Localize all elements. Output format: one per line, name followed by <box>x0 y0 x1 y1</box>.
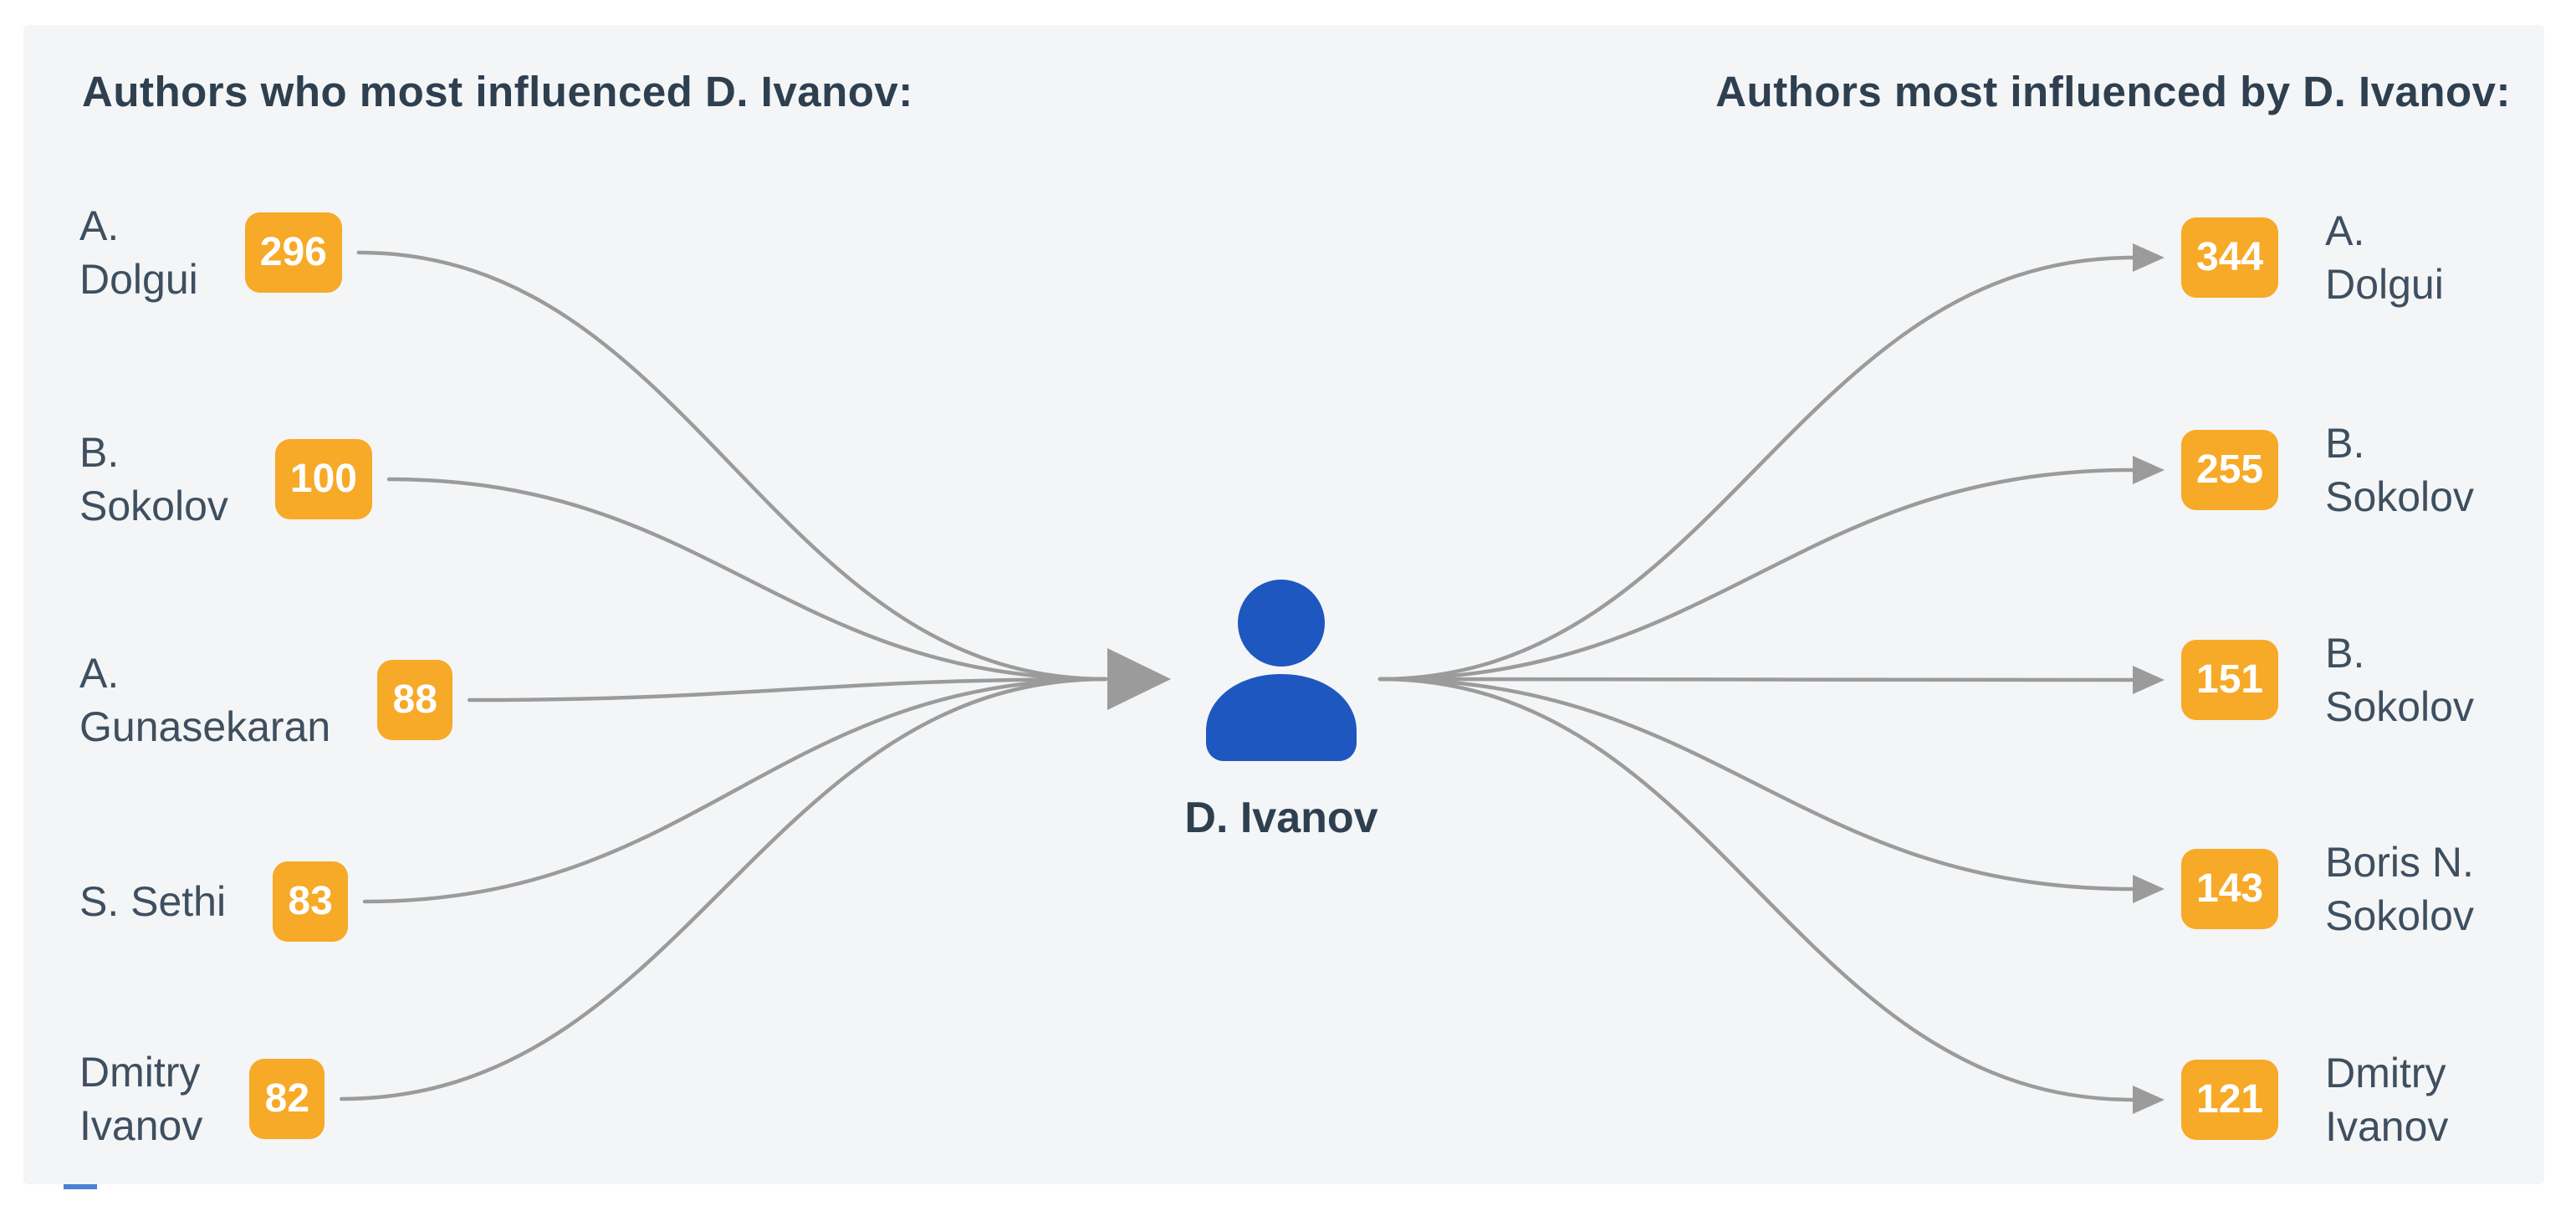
influencer-row[interactable]: Dmitry Ivanov 82 <box>79 1045 325 1152</box>
influence-count-badge[interactable]: 344 <box>2181 217 2279 298</box>
influenced-row[interactable]: 255 B. Sokolov <box>2181 416 2474 524</box>
person-icon <box>1206 580 1357 761</box>
author-name-link[interactable]: A. Dolgui <box>2325 207 2444 308</box>
influence-count-badge[interactable]: 121 <box>2181 1060 2279 1140</box>
influenced-row[interactable]: 121 Dmitry Ivanov <box>2181 1046 2448 1153</box>
influence-count-badge[interactable]: 143 <box>2181 849 2279 929</box>
influence-count-badge[interactable]: 255 <box>2181 430 2279 510</box>
left-header: Authors who most influenced D. Ivanov: <box>82 68 913 115</box>
influence-count-badge[interactable]: 82 <box>249 1059 325 1139</box>
author-name-link[interactable]: S. Sethi <box>79 878 227 925</box>
author-name-link[interactable]: A. Dolgui <box>79 202 198 303</box>
influencer-row[interactable]: B. Sokolov 100 <box>79 426 372 533</box>
influencer-row[interactable]: A. Dolgui 296 <box>79 199 342 306</box>
influence-count-badge[interactable]: 83 <box>273 861 349 942</box>
author-name-link[interactable]: A. Gunasekaran <box>79 650 331 750</box>
author-name-link[interactable]: Dmitry Ivanov <box>2325 1050 2449 1150</box>
right-header: Authors most influenced by D. Ivanov: <box>1715 68 2511 115</box>
author-name-link[interactable]: B. Sokolov <box>2325 420 2474 520</box>
clipped-blue-element-fragment <box>64 1184 97 1189</box>
author-name-link[interactable]: Dmitry Ivanov <box>79 1049 203 1149</box>
influencer-row[interactable]: S. Sethi 83 <box>79 861 349 942</box>
influenced-row[interactable]: 143 Boris N. Sokolov <box>2181 835 2474 943</box>
author-name-link[interactable]: B. Sokolov <box>2325 630 2474 730</box>
center-author-name: D. Ivanov <box>1184 794 1378 842</box>
influence-count-badge[interactable]: 296 <box>244 212 342 293</box>
influence-count-badge[interactable]: 151 <box>2181 640 2279 720</box>
influenced-row[interactable]: 151 B. Sokolov <box>2181 626 2474 733</box>
influence-count-badge[interactable]: 88 <box>377 660 453 740</box>
center-author-figure <box>1202 574 1361 768</box>
influencer-row[interactable]: A. Gunasekaran 88 <box>79 646 453 754</box>
author-name-link[interactable]: Boris N. Sokolov <box>2325 839 2474 939</box>
author-name-link[interactable]: B. Sokolov <box>79 429 228 529</box>
influence-count-badge[interactable]: 100 <box>274 439 372 519</box>
influenced-row[interactable]: 344 A. Dolgui <box>2181 204 2444 311</box>
